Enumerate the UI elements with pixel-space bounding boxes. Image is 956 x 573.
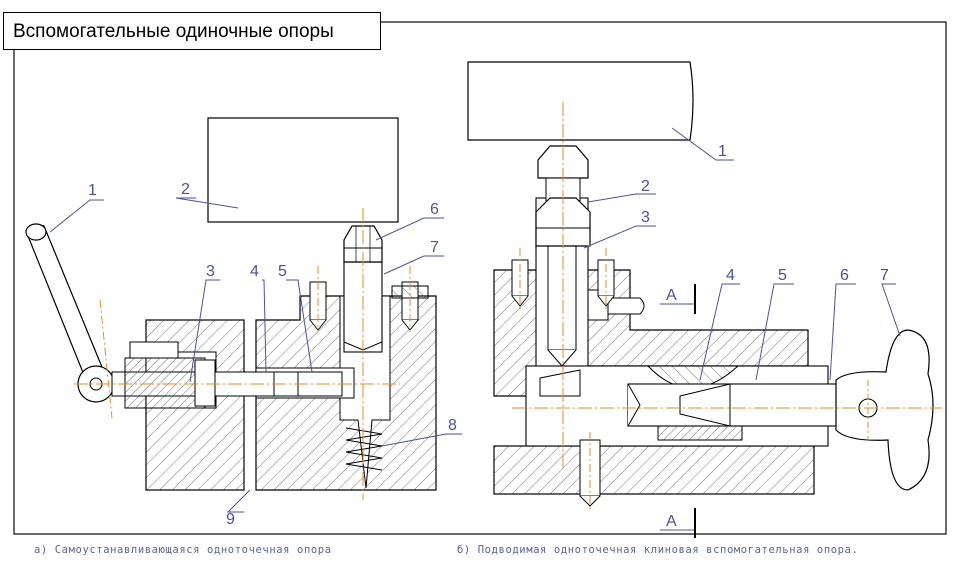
label-right-6: 6 [840,267,849,284]
label-right-3: 3 [641,209,650,226]
label-right-7: 7 [880,267,889,284]
label-left-4: 4 [250,263,259,280]
page-title: Вспомогательные одиночные опоры [13,21,334,42]
top-hex-nut [537,145,589,179]
drawing-frame [13,21,947,535]
section-label-a-top: А [666,287,677,304]
label-left-5: 5 [278,263,287,280]
right-part-labels: 1 2 3 4 5 6 7 А А [641,143,889,530]
section-label-a-bottom: А [666,513,677,530]
label-right-4: 4 [726,267,735,284]
left-assembly [25,117,462,513]
left-part-labels: 1 2 3 4 5 6 7 8 9 [88,181,457,528]
wedge-4 [539,369,581,397]
workpiece-2-left [207,117,399,223]
spring-8 [345,427,383,471]
label-left-2: 2 [181,181,190,198]
label-right-5: 5 [778,267,787,284]
base-plate [493,445,815,495]
star-knob-7 [835,329,934,491]
label-left-7: 7 [430,239,439,256]
label-left-8: 8 [448,417,457,434]
label-right-1: 1 [718,143,727,160]
label-left-1: 1 [88,182,97,199]
caption-b: б) Подводимая одноточечная клиновая вспо… [457,544,859,556]
label-left-3: 3 [206,263,215,280]
title-box: Вспомогательные одиночные опоры [3,12,381,50]
label-left-9: 9 [226,511,235,528]
workpiece-1-right [467,61,694,141]
right-assembly [467,61,942,538]
lever-handle-1 [27,224,105,381]
caption-a: а) Самоустанавливающаяся одноточечная оп… [34,544,332,556]
label-right-2: 2 [641,178,650,195]
label-left-6: 6 [430,201,439,218]
